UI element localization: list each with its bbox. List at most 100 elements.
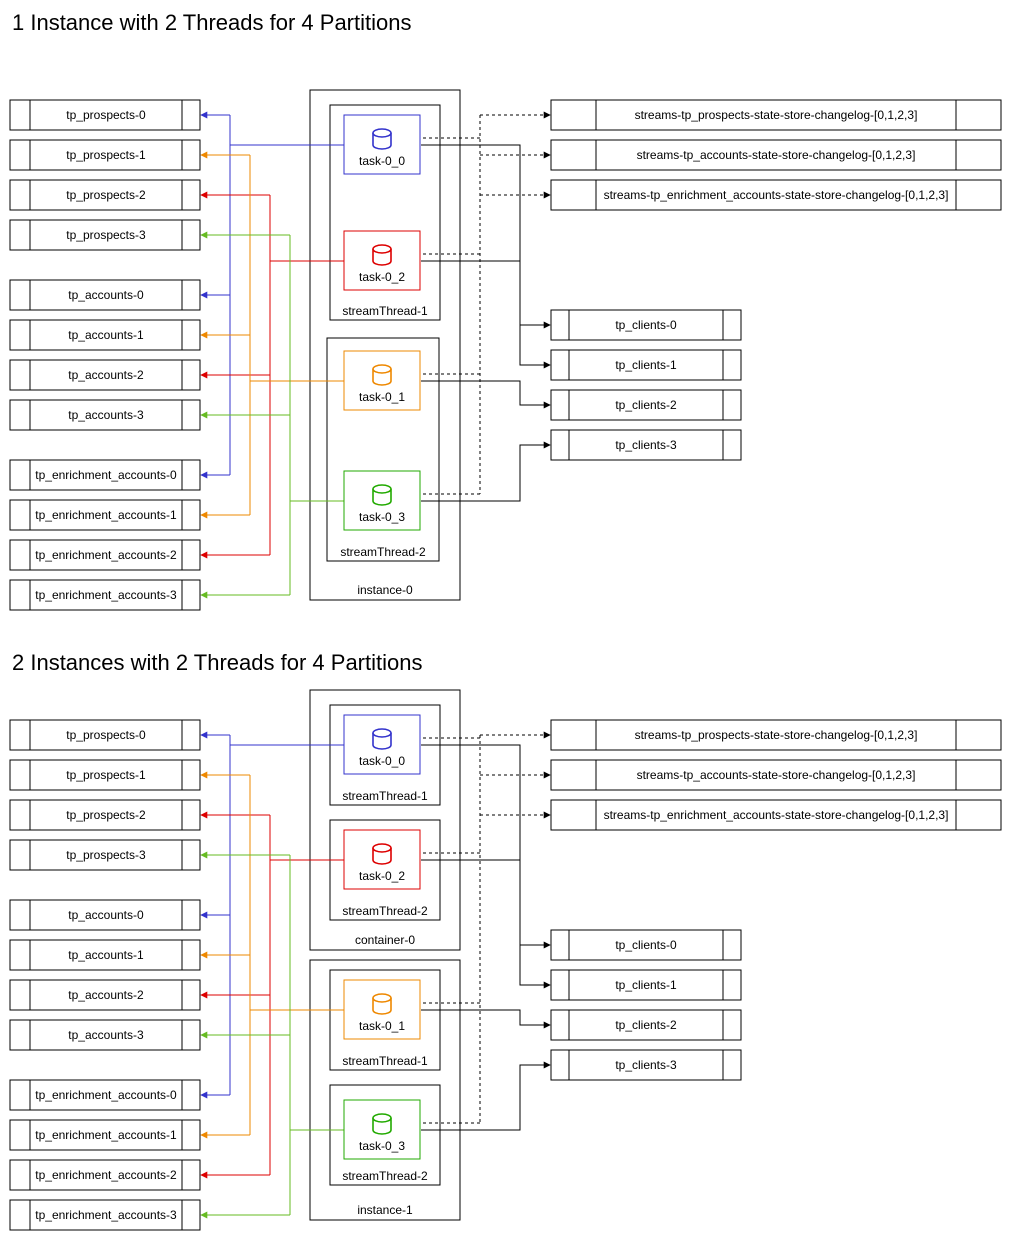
s1-input-topic-11-label: tp_enrichment_accounts-3 <box>35 588 177 602</box>
section-2-title: 2 Instances with 2 Threads for 4 Partiti… <box>12 650 423 675</box>
s2-output-link-1 <box>421 859 551 989</box>
s1-changelog-topic-2 <box>550 179 1002 211</box>
s2-input-topic-4-label: tp_accounts-0 <box>68 908 144 922</box>
s1-changelog-topic-0-label: streams-tp_prospects-state-store-changel… <box>635 108 918 122</box>
s2-task-task-0_3-database-icon <box>372 1113 392 1135</box>
s2-input-topic-10 <box>9 1159 201 1191</box>
s2-input-topic-7-label: tp_accounts-3 <box>68 1028 144 1042</box>
s2-task-task-0_3-label: task-0_3 <box>359 1139 405 1153</box>
s1-changelog-topic-1 <box>550 139 1002 171</box>
s2-task-task-0_3 <box>343 1099 421 1160</box>
s2-output-topic-3-label: tp_clients-3 <box>615 1058 677 1072</box>
s2-input-topic-9 <box>9 1119 201 1151</box>
s2-input-topic-4 <box>9 899 201 931</box>
s1-instance-label: instance-0 <box>357 583 413 597</box>
s1-input-topic-10 <box>9 539 201 571</box>
s2-thread-label-4: streamThread-2 <box>342 1169 428 1183</box>
s1-input-topic-5 <box>9 319 201 351</box>
s2-input-topic-9-label: tp_enrichment_accounts-1 <box>35 1128 177 1142</box>
s2-instance-label: instance-1 <box>357 1203 413 1217</box>
s1-task-task-0_2-database-icon <box>372 244 392 266</box>
s1-thread-label-1: streamThread-1 <box>342 304 428 318</box>
s1-output-link-2 <box>421 380 551 409</box>
s1-task-task-0_3-database-icon <box>372 484 392 506</box>
s1-input-topic-3 <box>9 219 201 251</box>
s1-input-topic-1 <box>9 139 201 171</box>
s2-task-task-0_0-database-icon <box>372 728 392 750</box>
s1-input-topic-3-label: tp_prospects-3 <box>66 228 146 242</box>
s2-changelog-topic-0 <box>550 719 1002 751</box>
s2-container-label: container-0 <box>355 933 415 947</box>
s1-output-link-0 <box>421 144 551 329</box>
s2-output-topic-2 <box>550 1009 742 1041</box>
s2-changelog-topic-0-label: streams-tp_prospects-state-store-changel… <box>635 728 918 742</box>
s2-input-topic-5-label: tp_accounts-1 <box>68 948 144 962</box>
s1-input-topic-8-label: tp_enrichment_accounts-0 <box>35 468 177 482</box>
s2-input-topic-11 <box>9 1199 201 1231</box>
s2-input-topic-7 <box>9 1019 201 1051</box>
s2-output-link-0 <box>421 744 551 949</box>
s1-input-topic-9 <box>9 499 201 531</box>
s1-task-task-0_2-label: task-0_2 <box>359 270 405 284</box>
s2-task-task-0_2-label: task-0_2 <box>359 869 405 883</box>
section-1-title: 1 Instance with 2 Threads for 4 Partitio… <box>12 10 412 35</box>
s2-output-link-3 <box>421 1061 551 1131</box>
s1-output-link-3 <box>421 441 551 502</box>
s1-input-topic-7 <box>9 399 201 431</box>
s1-thread-label-2: streamThread-2 <box>340 545 426 559</box>
s2-input-topic-3 <box>9 839 201 871</box>
s1-input-topic-6 <box>9 359 201 391</box>
s2-input-topic-8 <box>9 1079 201 1111</box>
s1-input-topic-0 <box>9 99 201 131</box>
s1-output-link-1 <box>421 260 551 369</box>
s1-output-topic-1 <box>550 349 742 381</box>
s2-output-link-2 <box>421 1009 551 1029</box>
s2-output-topic-3 <box>550 1049 742 1081</box>
s2-input-topic-10-label: tp_enrichment_accounts-2 <box>35 1168 177 1182</box>
s2-output-topic-1-label: tp_clients-1 <box>615 978 677 992</box>
s2-changelog-topic-2 <box>550 799 1002 831</box>
s1-input-topic-0-label: tp_prospects-0 <box>66 108 146 122</box>
s2-input-topic-6 <box>9 979 201 1011</box>
s2-input-topic-3-label: tp_prospects-3 <box>66 848 146 862</box>
s1-output-topic-0 <box>550 309 742 341</box>
s1-changelog-topic-2-label: streams-tp_enrichment_accounts-state-sto… <box>604 188 949 202</box>
s2-input-topic-1 <box>9 759 201 791</box>
s1-task-task-0_0-label: task-0_0 <box>359 154 405 168</box>
s1-task-task-0_3-label: task-0_3 <box>359 510 405 524</box>
s2-output-topic-1 <box>550 969 742 1001</box>
s2-changelog-topic-1 <box>550 759 1002 791</box>
s2-input-topic-11-label: tp_enrichment_accounts-3 <box>35 1208 177 1222</box>
s1-input-topic-10-label: tp_enrichment_accounts-2 <box>35 548 177 562</box>
s2-task-task-0_2-database-icon <box>372 843 392 865</box>
s1-input-topic-4-label: tp_accounts-0 <box>68 288 144 302</box>
s1-task-task-0_1-label: task-0_1 <box>359 390 405 404</box>
s1-output-topic-0-label: tp_clients-0 <box>615 318 677 332</box>
s2-thread-label-2: streamThread-2 <box>342 904 428 918</box>
s2-task-task-0_0-label: task-0_0 <box>359 754 405 768</box>
s1-input-topic-2-label: tp_prospects-2 <box>66 188 146 202</box>
s1-input-topic-5-label: tp_accounts-1 <box>68 328 144 342</box>
s2-output-topic-0 <box>550 929 742 961</box>
s1-output-topic-3 <box>550 429 742 461</box>
s1-input-topic-1-label: tp_prospects-1 <box>66 148 146 162</box>
s2-changelog-topic-1-label: streams-tp_accounts-state-store-changelo… <box>637 768 916 782</box>
s2-thread-label-3: streamThread-1 <box>342 1054 428 1068</box>
s2-output-topic-0-label: tp_clients-0 <box>615 938 677 952</box>
s1-changelog-topic-0 <box>550 99 1002 131</box>
s2-input-topic-6-label: tp_accounts-2 <box>68 988 144 1002</box>
s2-task-task-0_1-database-icon <box>372 993 392 1015</box>
s1-task-task-0_0-database-icon <box>372 128 392 150</box>
s2-task-task-0_1-label: task-0_1 <box>359 1019 405 1033</box>
s1-input-topic-2 <box>9 179 201 211</box>
s2-input-topic-1-label: tp_prospects-1 <box>66 768 146 782</box>
s1-input-topic-6-label: tp_accounts-2 <box>68 368 144 382</box>
s2-input-topic-2 <box>9 799 201 831</box>
s1-output-topic-3-label: tp_clients-3 <box>615 438 677 452</box>
s1-input-topic-7-label: tp_accounts-3 <box>68 408 144 422</box>
s2-input-topic-2-label: tp_prospects-2 <box>66 808 146 822</box>
s2-input-topic-5 <box>9 939 201 971</box>
s1-task-task-0_1-database-icon <box>372 364 392 386</box>
s2-changelog-topic-2-label: streams-tp_enrichment_accounts-state-sto… <box>604 808 949 822</box>
